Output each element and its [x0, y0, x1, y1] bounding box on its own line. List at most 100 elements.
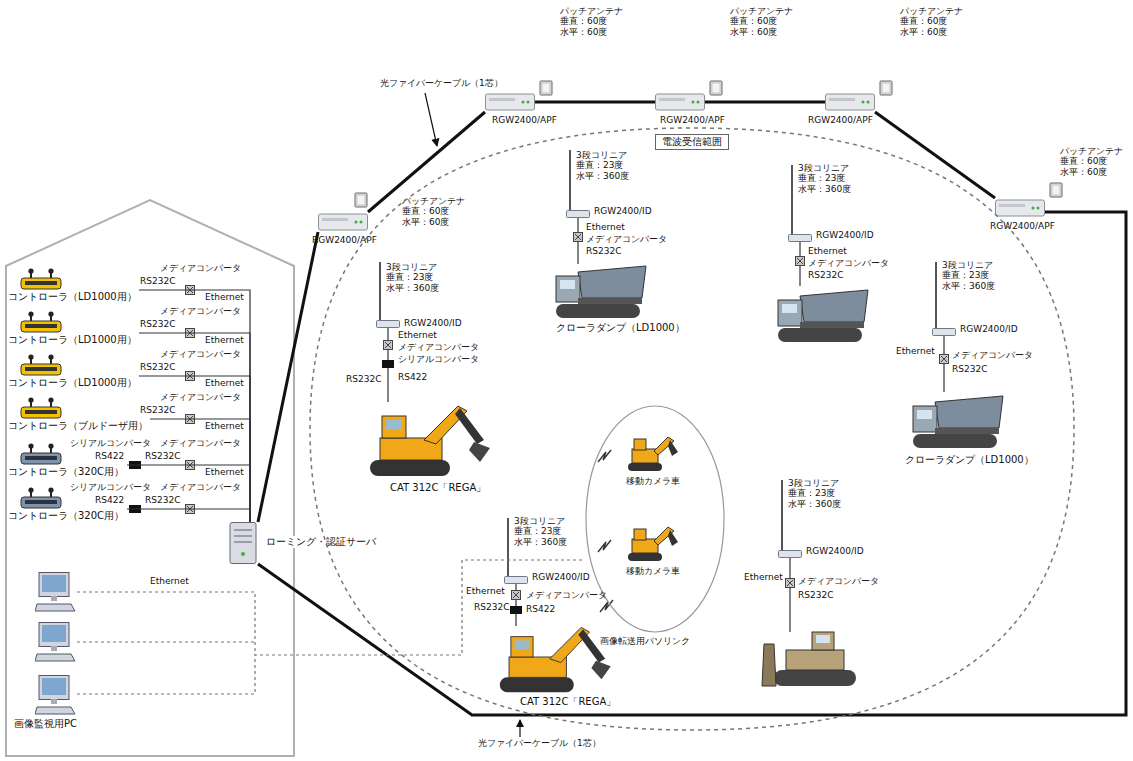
- machine-picture: [556, 266, 646, 318]
- controller-node: コントローラ（LD1000用）: [8, 268, 139, 302]
- text-label: 3段コリニア 垂直：23度 水平：360度: [386, 262, 439, 293]
- access-point: パッチアンテナ 垂直：60度 水平：60度RGW2400/APF: [318, 212, 368, 232]
- text-label: 光ファイバーケーブル（1芯）: [380, 78, 503, 89]
- text-label: 3段コリニア 垂直：23度 水平：360度: [798, 163, 851, 194]
- text-line: 垂直：60度: [560, 16, 623, 26]
- controller-icon: [21, 487, 61, 508]
- machine-picture: [778, 290, 868, 342]
- text-label: メディアコンバータ: [160, 263, 241, 274]
- machine-picture: [370, 266, 1003, 692]
- text-label: RS232C: [140, 276, 175, 287]
- text-line: 垂直：23度: [788, 488, 841, 498]
- serial-link: [127, 509, 250, 522]
- access-point: パッチアンテナ 垂直：60度 水平：60度RGW2400/APF: [485, 92, 535, 112]
- machine-picture: [628, 527, 678, 561]
- pc-icon: [35, 676, 75, 715]
- text-label: コントローラ（LD1000用）: [8, 377, 137, 389]
- lan-link: [77, 560, 585, 694]
- text-label: メディアコンバータ: [160, 438, 241, 449]
- radio-unit: [382, 360, 394, 368]
- machine-picture: [370, 406, 490, 476]
- text-line: 水平：360度: [576, 171, 629, 181]
- access-point-icon: [540, 81, 552, 95]
- text-label: RGW2400/APF: [808, 115, 873, 126]
- text-label: コントローラ（ブルドーザ用）: [8, 420, 148, 432]
- controller-node: コントローラ（LD1000用）: [8, 311, 139, 345]
- controller-icon: [21, 268, 61, 289]
- controller-icon: [21, 443, 61, 464]
- access-point-icon: [319, 214, 368, 230]
- text-line: 水平：360度: [514, 537, 567, 547]
- text-line: 水平：360度: [386, 283, 439, 293]
- radio-unit: [567, 211, 590, 218]
- text-line: 垂直：60度: [1060, 156, 1123, 166]
- radio-unit: [786, 579, 795, 588]
- text-label: メディアコンバータ: [586, 234, 667, 245]
- serial-link: [150, 419, 250, 522]
- text-label: RS422: [526, 604, 555, 615]
- serial-link: [139, 290, 250, 522]
- pc-icon: [35, 573, 75, 612]
- text-label: RS232C: [808, 270, 843, 281]
- text-label: Ethernet: [205, 335, 244, 346]
- machine-picture: [628, 437, 678, 471]
- machine-group: 3段コリニア 垂直：23度 水平：360度RGW2400/IDEthernetメ…: [460, 512, 630, 712]
- lan-wire: [77, 592, 255, 655]
- text-line: 水平：60度: [730, 27, 793, 37]
- access-point-icon: [656, 94, 705, 110]
- radio-unit: [510, 606, 522, 614]
- text-label: RS232C: [474, 602, 509, 613]
- text-line: 水平：360度: [788, 499, 841, 509]
- machine-picture: [500, 627, 611, 692]
- text-line: 3段コリニア: [514, 516, 567, 526]
- text-label: Ethernet: [205, 467, 244, 478]
- text-label: 3段コリニア 垂直：23度 水平：360度: [788, 478, 841, 509]
- text-label: RGW2400/APF: [312, 235, 377, 246]
- text-label: CAT 312C「REGA」: [520, 696, 616, 708]
- leader-arrow: [425, 93, 437, 146]
- onboard-wiring: [789, 558, 790, 632]
- text-label: RGW2400/ID: [816, 230, 874, 241]
- collinear-antenna: [380, 150, 936, 576]
- pc-icon: [35, 623, 75, 662]
- text-label: メディアコンバータ: [160, 392, 241, 403]
- text-label: メディアコンバータ: [798, 576, 879, 587]
- text-label: コントローラ（LD1000用）: [8, 291, 137, 303]
- text-label: 画像監視用PC: [14, 718, 77, 730]
- fiber-cable: [368, 112, 485, 212]
- access-point-icon: [319, 81, 1063, 230]
- collinear-antenna: [569, 150, 571, 210]
- access-point-icon: [1050, 183, 1062, 197]
- machine-group: 3段コリニア 垂直：23度 水平：360度RGW2400/IDEthernetメ…: [890, 255, 1040, 470]
- text-line: パッチアンテナ: [730, 6, 793, 16]
- radio-unit: [512, 591, 521, 600]
- text-line: 水平：60度: [402, 217, 465, 227]
- radio-unit: [940, 355, 949, 364]
- pc-node: 画像監視用PC: [35, 675, 77, 715]
- collinear-antenna: [379, 262, 381, 320]
- machine-group: 3段コリニア 垂直：23度 水平：360度RGW2400/IDEthernetメ…: [740, 474, 880, 694]
- server-icon: [230, 523, 256, 564]
- text-line: パッチアンテナ: [560, 6, 623, 16]
- text-label: 移動カメラ車: [626, 566, 680, 577]
- text-label: RS232C: [798, 590, 833, 601]
- text-label: 3段コリニア 垂直：23度 水平：360度: [942, 260, 995, 291]
- text-label: CAT 312C「REGA」: [390, 482, 486, 494]
- controller-icon: [21, 354, 61, 375]
- text-line: 垂直：60度: [730, 16, 793, 26]
- text-line: パッチアンテナ: [402, 196, 465, 206]
- text-label: RS232C: [346, 374, 381, 385]
- text-label: RGW2400/ID: [594, 206, 652, 217]
- radio-unit: [789, 235, 812, 242]
- text-line: 垂直：23度: [514, 526, 567, 536]
- serial-link: [139, 333, 250, 522]
- text-label: パッチアンテナ 垂直：60度 水平：60度: [402, 196, 465, 227]
- text-line: 水平：360度: [942, 281, 995, 291]
- lan-wire: [77, 641, 255, 642]
- controller-icon: [21, 397, 61, 418]
- machine-group: 3段コリニア 垂直：23度 水平：360度RGW2400/IDEthernetメ…: [340, 258, 530, 498]
- text-label: パッチアンテナ 垂直：60度 水平：60度: [900, 6, 963, 37]
- access-point-icon: [355, 193, 367, 207]
- text-label: RGW2400/ID: [960, 324, 1018, 335]
